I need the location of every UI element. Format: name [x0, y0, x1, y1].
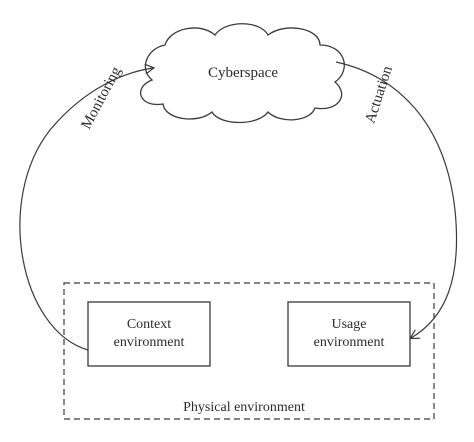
physical-environment-label: Physical environment — [183, 400, 305, 415]
monitoring-label: Monitoring — [78, 64, 124, 132]
context-box-line1: Context — [127, 317, 171, 332]
cyberspace-label: Cyberspace — [208, 65, 278, 81]
context-environment-box — [87, 301, 211, 367]
usage-box-line1: Usage — [332, 317, 367, 332]
physical-environment-boundary — [63, 282, 435, 420]
usage-box-line2: environment — [314, 335, 385, 350]
cyberspace-cloud — [140, 23, 345, 124]
monitoring-arc — [19, 68, 153, 351]
actuation-arc — [335, 61, 458, 338]
context-box-line2: environment — [114, 335, 185, 350]
usage-environment-box — [287, 301, 411, 367]
